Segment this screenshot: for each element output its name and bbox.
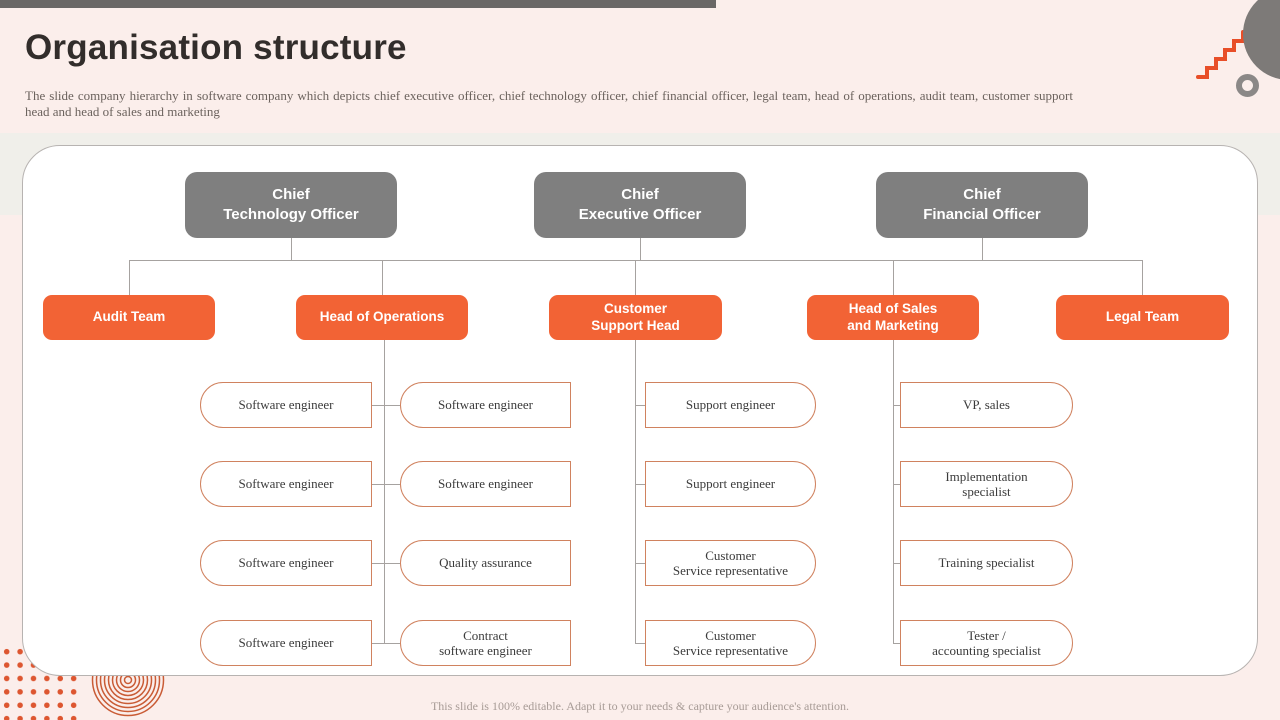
connector bbox=[372, 643, 384, 644]
top-accent-bar bbox=[0, 0, 716, 8]
connector-rail bbox=[129, 260, 1143, 261]
connector bbox=[635, 563, 645, 564]
connector bbox=[382, 260, 383, 295]
team-box[interactable]: Customer Service representative bbox=[645, 620, 816, 666]
connector bbox=[982, 238, 983, 260]
gray-ring-decoration bbox=[1236, 74, 1259, 97]
connector bbox=[384, 643, 400, 644]
team-box[interactable]: Implementation specialist bbox=[900, 461, 1073, 507]
dept-box-audit-team[interactable]: Audit Team bbox=[43, 295, 215, 340]
connector bbox=[1142, 260, 1143, 295]
connector-spine bbox=[635, 340, 636, 643]
connector bbox=[129, 260, 130, 295]
connector bbox=[635, 643, 645, 644]
connector bbox=[893, 563, 900, 564]
team-box[interactable]: Contract software engineer bbox=[400, 620, 571, 666]
connector bbox=[893, 260, 894, 295]
page-subtitle[interactable]: The slide company hierarchy in software … bbox=[25, 88, 1073, 119]
connector bbox=[291, 238, 292, 260]
team-box[interactable]: Software engineer bbox=[400, 382, 571, 428]
connector bbox=[384, 405, 400, 406]
team-box[interactable]: Training specialist bbox=[900, 540, 1073, 586]
team-box[interactable]: Support engineer bbox=[645, 461, 816, 507]
footer-note[interactable]: This slide is 100% editable. Adapt it to… bbox=[430, 699, 850, 713]
connector-spine bbox=[384, 340, 385, 643]
connector bbox=[384, 563, 400, 564]
exec-box-chief-technology-officer[interactable]: Chief Technology Officer bbox=[185, 172, 397, 238]
connector bbox=[372, 405, 384, 406]
team-box[interactable]: Software engineer bbox=[200, 382, 372, 428]
connector bbox=[635, 260, 636, 295]
connector bbox=[893, 484, 900, 485]
connector bbox=[893, 405, 900, 406]
connector bbox=[893, 643, 900, 644]
connector-spine bbox=[893, 340, 894, 643]
connector bbox=[640, 238, 641, 260]
page-title[interactable]: Organisation structure bbox=[25, 28, 407, 67]
team-box[interactable]: Software engineer bbox=[200, 540, 372, 586]
exec-box-chief-executive-officer[interactable]: Chief Executive Officer bbox=[534, 172, 746, 238]
connector bbox=[635, 405, 645, 406]
dept-box-legal-team[interactable]: Legal Team bbox=[1056, 295, 1229, 340]
connector bbox=[372, 484, 384, 485]
team-box[interactable]: Tester / accounting specialist bbox=[900, 620, 1073, 666]
connector bbox=[384, 484, 400, 485]
team-box[interactable]: VP, sales bbox=[900, 382, 1073, 428]
dept-box-customer-support-head[interactable]: Customer Support Head bbox=[549, 295, 722, 340]
connector bbox=[372, 563, 384, 564]
team-box[interactable]: Software engineer bbox=[400, 461, 571, 507]
dept-box-head-of-operations[interactable]: Head of Operations bbox=[296, 295, 468, 340]
exec-box-chief-financial-officer[interactable]: Chief Financial Officer bbox=[876, 172, 1088, 238]
team-box[interactable]: Customer Service representative bbox=[645, 540, 816, 586]
dept-box-head-of-sales-and-marketing[interactable]: Head of Sales and Marketing bbox=[807, 295, 979, 340]
team-box[interactable]: Software engineer bbox=[200, 620, 372, 666]
team-box[interactable]: Support engineer bbox=[645, 382, 816, 428]
zigzag-icon bbox=[1196, 30, 1245, 79]
team-box[interactable]: Software engineer bbox=[200, 461, 372, 507]
team-box[interactable]: Quality assurance bbox=[400, 540, 571, 586]
connector bbox=[635, 484, 645, 485]
